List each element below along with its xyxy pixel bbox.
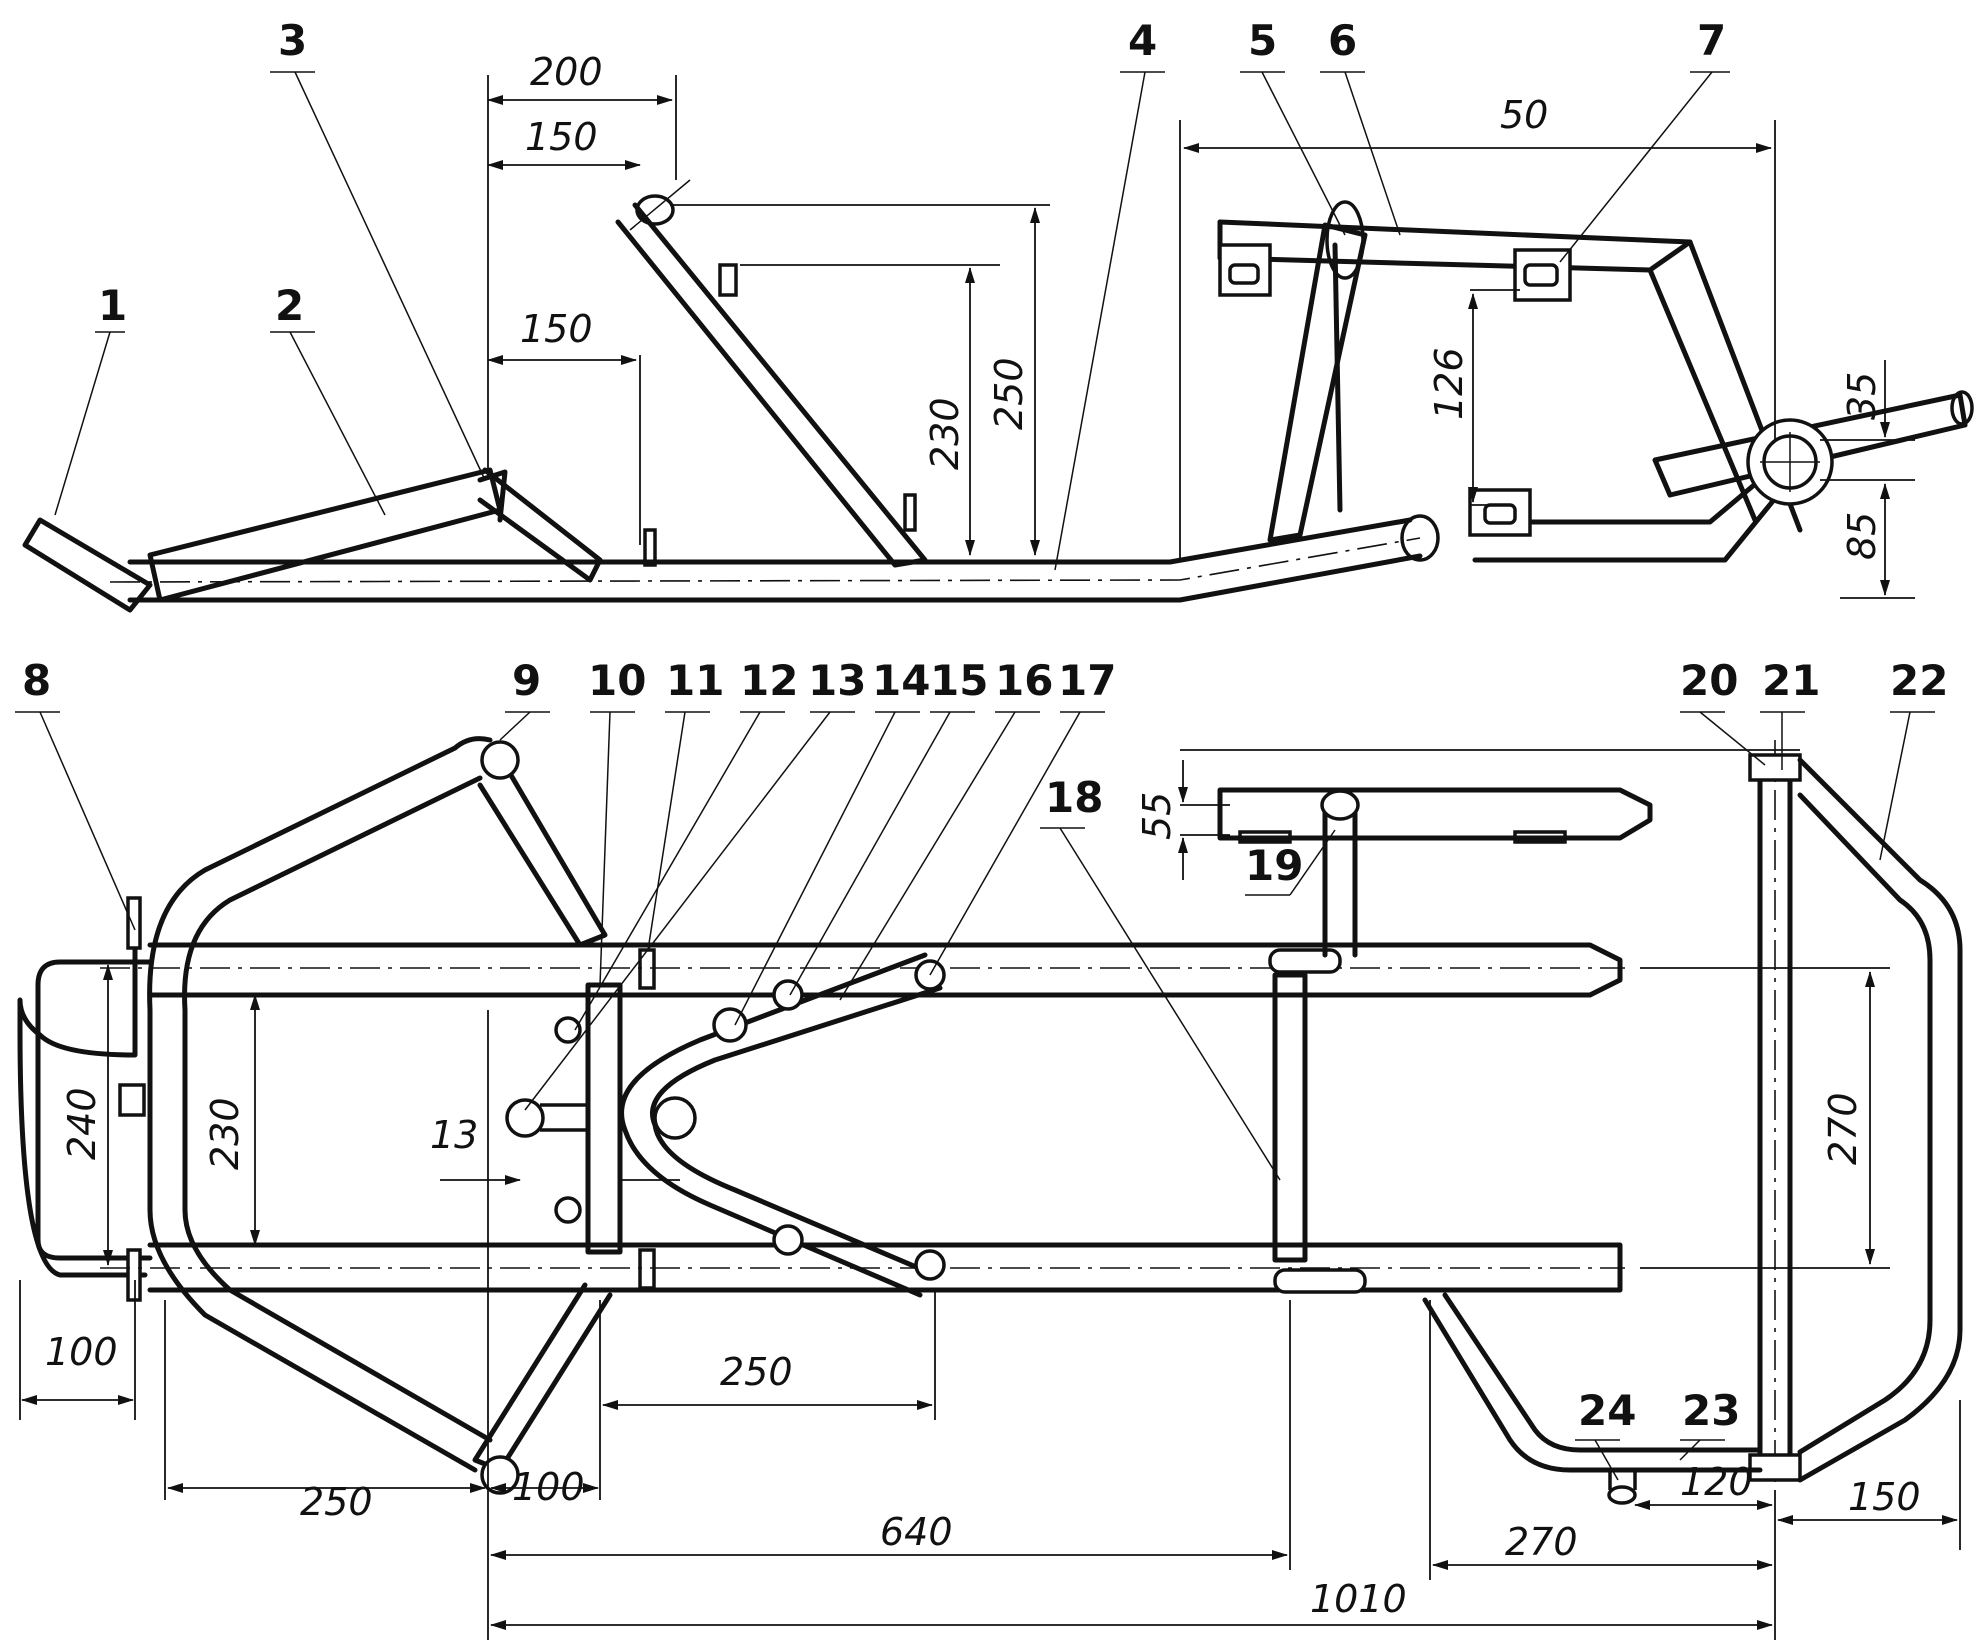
callout-8: 8 (22, 656, 51, 705)
dim-35: 35 (1840, 372, 1884, 420)
callout-3: 3 (278, 16, 307, 65)
callout-23: 23 (1682, 1386, 1740, 1435)
dim-1010: 1010 (1310, 1577, 1407, 1621)
callout-14: 14 (872, 656, 930, 705)
callout-13: 13 (808, 656, 866, 705)
callout-15: 15 (930, 656, 988, 705)
callout-20: 20 (1680, 656, 1738, 705)
dim-270-vertical: 270 (1821, 1092, 1865, 1165)
dim-126: 126 (1427, 347, 1471, 420)
callout-24: 24 (1578, 1386, 1636, 1435)
dim-13: 13 (430, 1113, 478, 1157)
dim-100-left: 100 (45, 1330, 118, 1374)
callout-11: 11 (666, 656, 724, 705)
callout-2: 2 (275, 281, 304, 330)
callout-19: 19 (1245, 841, 1303, 890)
dim-270-horizontal: 270 (1505, 1520, 1578, 1564)
callout-17: 17 (1058, 656, 1116, 705)
callout-22: 22 (1890, 656, 1948, 705)
leader-lines (15, 71, 1935, 1481)
plan-view (17, 736, 1963, 1640)
dim-150-upper: 150 (525, 115, 598, 159)
callout-9: 9 (512, 656, 541, 705)
dim-120: 120 (1680, 1460, 1753, 1504)
callout-7: 7 (1697, 16, 1726, 65)
callout-6: 6 (1328, 16, 1357, 65)
dim-100-mid: 100 (512, 1465, 585, 1509)
dim-230-side: 230 (923, 397, 967, 470)
callout-5: 5 (1248, 16, 1277, 65)
callout-21: 21 (1762, 656, 1820, 705)
dim-240: 240 (60, 1087, 104, 1160)
dim-150-rear: 150 (1848, 1475, 1921, 1519)
dim-640: 640 (880, 1510, 953, 1554)
dim-50: 50 (1500, 93, 1548, 137)
callout-4: 4 (1128, 16, 1157, 65)
dimension-labels: 200 150 150 230 250 50 126 35 85 55 240 … (45, 50, 1921, 1621)
dim-85: 85 (1840, 512, 1884, 560)
side-view (22, 75, 1974, 613)
dim-250-front: 250 (300, 1480, 373, 1524)
callout-labels: 1 2 3 4 5 6 7 8 9 10 11 12 13 14 15 16 1… (22, 16, 1948, 1435)
callout-10: 10 (588, 656, 646, 705)
dim-150-lower: 150 (520, 307, 593, 351)
dim-200: 200 (530, 50, 603, 94)
callout-18: 18 (1045, 773, 1103, 822)
dim-230-plan: 230 (203, 1097, 247, 1170)
dim-250-mid: 250 (720, 1350, 793, 1394)
callout-16: 16 (995, 656, 1053, 705)
callout-1: 1 (98, 281, 127, 330)
callout-12: 12 (740, 656, 798, 705)
dim-250-side: 250 (987, 357, 1031, 430)
dim-55: 55 (1135, 792, 1179, 840)
